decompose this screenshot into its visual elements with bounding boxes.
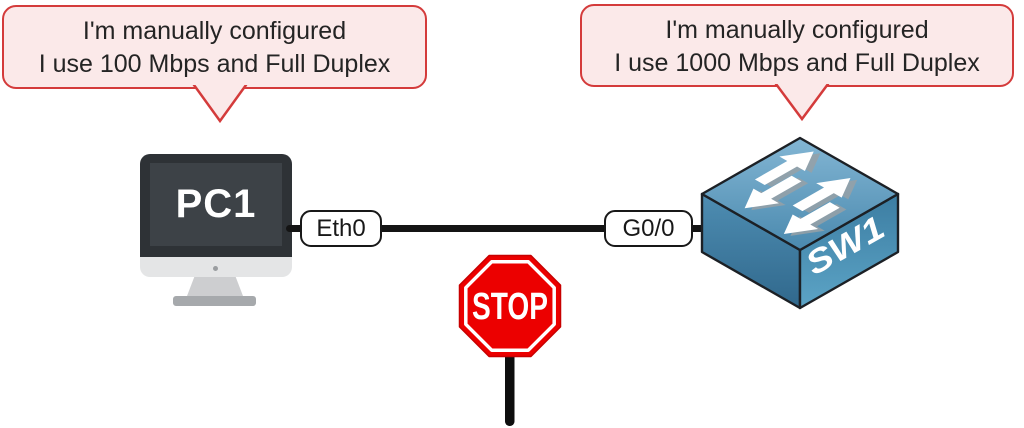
pc-bubble-line2: I use 100 Mbps and Full Duplex <box>38 50 391 78</box>
stop-sign-inner-ring <box>464 260 556 352</box>
switch-speech-bubble-tail <box>774 84 830 122</box>
pc-camera-dot <box>213 266 218 271</box>
pc-interface-label: Eth0 <box>300 210 382 247</box>
stop-sign-text: STOP <box>472 286 548 328</box>
pc-bubble-line1: I'm manually configured <box>82 17 347 45</box>
pc-screen: PC1 <box>150 163 282 246</box>
switch-arrows-icon <box>744 151 858 236</box>
switch-interface-label: G0/0 <box>604 210 693 247</box>
stop-sign-pole <box>505 340 515 426</box>
switch-interface-text: G0/0 <box>622 214 675 242</box>
switch-face-top <box>700 136 900 252</box>
pc-speech-bubble-tail <box>192 85 248 124</box>
switch-bubble-line2: I use 1000 Mbps and Full Duplex <box>614 49 980 77</box>
stop-sign-icon: STOP <box>458 254 562 426</box>
pc-name-label: PC1 <box>175 182 257 226</box>
pc-speech-bubble: I'm manually configured I use 100 Mbps a… <box>2 5 427 89</box>
pc-stand <box>187 277 243 296</box>
ethernet-cable <box>286 225 714 232</box>
switch-speech-bubble: I'm manually configured I use 1000 Mbps … <box>580 4 1014 87</box>
pc-interface-text: Eth0 <box>316 214 366 242</box>
stop-sign-octagon <box>458 254 562 358</box>
switch-icon: SW1 <box>700 136 900 310</box>
switch-bubble-line1: I'm manually configured <box>665 16 929 44</box>
pc-base <box>173 296 256 306</box>
